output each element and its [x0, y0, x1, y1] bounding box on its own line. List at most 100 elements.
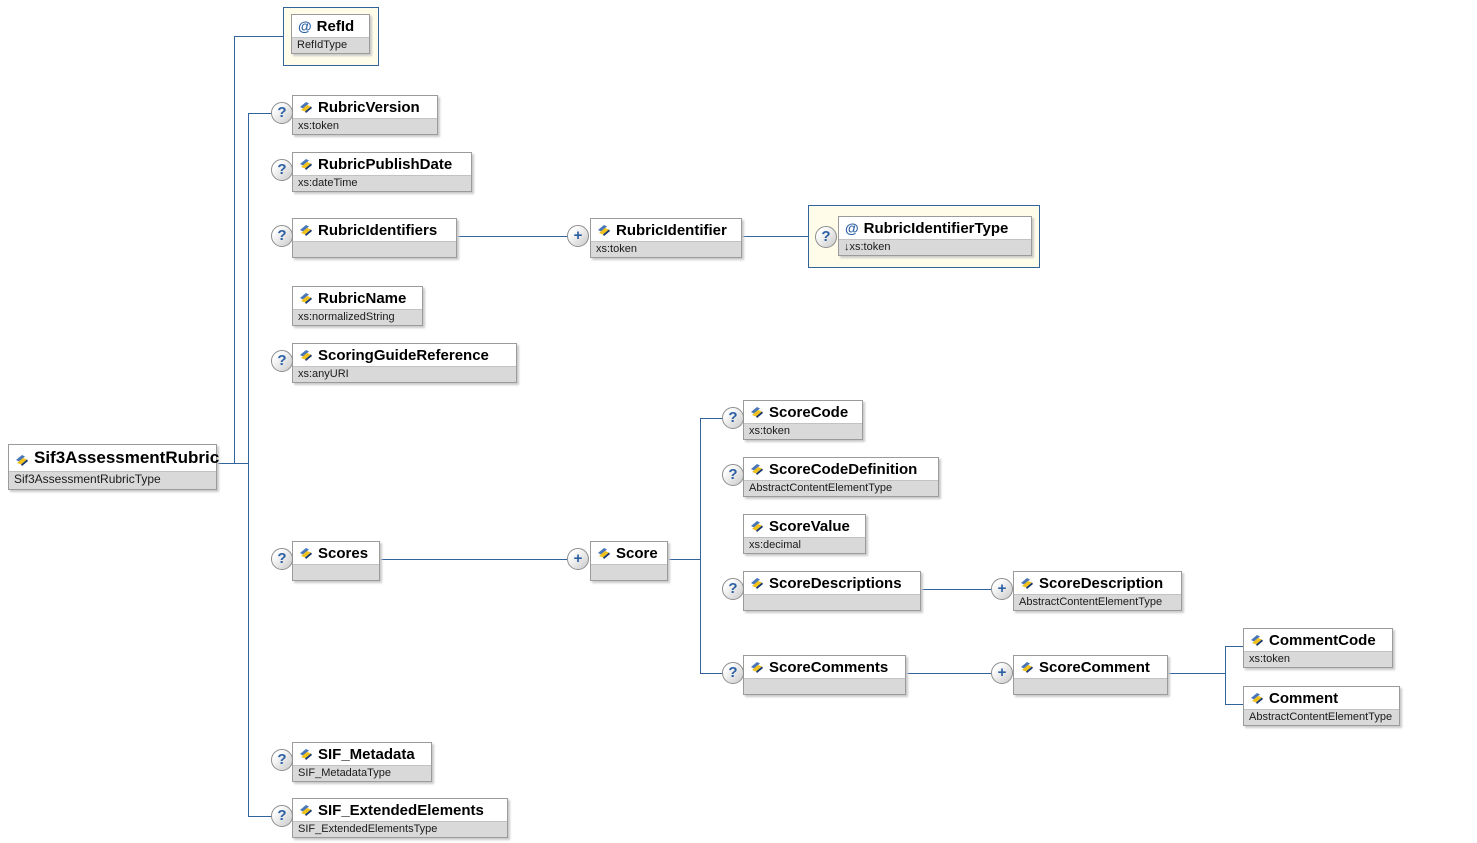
element-node-score[interactable]: Score	[590, 541, 668, 581]
connector-line	[234, 36, 283, 37]
optional-glyph: ?	[728, 466, 738, 483]
element-node-scorecomments[interactable]: ScoreComments	[743, 655, 906, 695]
element-node-rubricidentifiers[interactable]: RubricIdentifiers	[292, 218, 457, 258]
element-node-rubricname[interactable]: RubricName xs:normalizedString	[292, 286, 423, 326]
optional-occurrence-icon: ?	[271, 805, 293, 827]
optional-occurrence-icon: ?	[722, 407, 744, 429]
repeat-glyph: +	[997, 664, 1007, 681]
element-node-scorevalue[interactable]: ScoreValue xs:decimal	[743, 514, 866, 554]
optional-occurrence-icon: ?	[271, 749, 293, 771]
element-node-scores[interactable]: Scores	[292, 541, 380, 581]
optional-glyph: ?	[277, 751, 287, 768]
element-name: ScoreComments	[769, 658, 889, 676]
repeat-occurrence-icon: +	[991, 578, 1013, 600]
element-type	[293, 564, 379, 580]
repeat-occurrence-icon: +	[567, 225, 589, 247]
connector-line	[742, 236, 808, 237]
element-node-scoredescriptions[interactable]: ScoreDescriptions	[743, 571, 921, 611]
element-icon	[1020, 661, 1034, 673]
element-icon	[750, 577, 764, 589]
attribute-node-refid[interactable]: @ RefId RefIdType	[291, 14, 370, 54]
optional-glyph: ?	[277, 227, 287, 244]
optional-occurrence-icon: ?	[271, 159, 293, 181]
element-node-scorecode[interactable]: ScoreCode xs:token	[743, 400, 863, 440]
element-node-rubricversion[interactable]: RubricVersion xs:token	[292, 95, 438, 135]
element-node-rubricpublishdate[interactable]: RubricPublishDate xs:dateTime	[292, 152, 472, 192]
connector-line	[248, 113, 272, 114]
element-icon	[750, 661, 764, 673]
element-node-scoredescription[interactable]: ScoreDescription AbstractContentElementT…	[1013, 571, 1182, 611]
connector-line	[457, 236, 567, 237]
element-type	[1014, 678, 1167, 694]
element-name: Score	[616, 544, 658, 562]
element-type: xs:decimal	[744, 537, 865, 553]
element-name: ScoreValue	[769, 517, 850, 535]
element-name: RubricPublishDate	[318, 155, 453, 173]
element-icon	[1250, 634, 1264, 646]
element-type: xs:dateTime	[293, 175, 471, 191]
attribute-type: RefIdType	[292, 37, 369, 53]
element-icon	[750, 406, 764, 418]
element-node-scorecodedefinition[interactable]: ScoreCodeDefinition AbstractContentEleme…	[743, 457, 939, 497]
element-type: SIF_MetadataType	[293, 765, 431, 781]
optional-glyph: ?	[728, 664, 738, 681]
connector-line	[248, 816, 272, 817]
element-node-scorecomment[interactable]: ScoreComment	[1013, 655, 1168, 695]
element-name: CommentCode	[1269, 631, 1376, 649]
element-name: SIF_Metadata	[318, 745, 415, 763]
repeat-glyph: +	[573, 227, 583, 244]
connector-line	[668, 559, 700, 560]
element-icon	[299, 804, 313, 816]
connector-line	[921, 589, 991, 590]
element-type: xs:normalizedString	[293, 309, 422, 325]
attribute-node-rubricidentifiertype[interactable]: @ RubricIdentifierType ↓xs:token	[838, 216, 1032, 256]
element-node-rubricidentifier[interactable]: RubricIdentifier xs:token	[590, 218, 742, 258]
element-node-sifmetadata[interactable]: SIF_Metadata SIF_MetadataType	[292, 742, 432, 782]
element-icon	[299, 349, 313, 361]
attribute-name: RefId	[316, 17, 355, 35]
element-icon	[15, 452, 29, 466]
element-icon	[597, 224, 611, 236]
element-type	[591, 564, 667, 580]
optional-glyph: ?	[277, 104, 287, 121]
element-name: ScoreDescription	[1039, 574, 1164, 592]
element-icon	[1250, 692, 1264, 704]
connector-line	[906, 673, 991, 674]
element-type: AbstractContentElementType	[744, 480, 938, 496]
element-name: RubricIdentifiers	[318, 221, 438, 239]
element-type	[293, 241, 456, 257]
element-name: Scores	[318, 544, 369, 562]
optional-glyph: ?	[277, 161, 287, 178]
element-name: ScoreCode	[769, 403, 849, 421]
optional-occurrence-icon: ?	[722, 578, 744, 600]
element-name: RubricIdentifier	[616, 221, 727, 239]
optional-glyph: ?	[821, 228, 831, 245]
repeat-glyph: +	[997, 580, 1007, 597]
element-type	[744, 678, 905, 694]
optional-glyph: ?	[277, 807, 287, 824]
element-node-commentcode[interactable]: CommentCode xs:token	[1243, 628, 1393, 668]
element-node-sif3assessmentrubric[interactable]: Sif3AssessmentRubric Sif3AssessmentRubri…	[8, 444, 220, 490]
element-node-scoringguidereference[interactable]: ScoringGuideReference xs:anyURI	[292, 343, 517, 383]
element-type	[744, 594, 920, 610]
element-type: xs:token	[293, 118, 437, 134]
optional-glyph: ?	[277, 352, 287, 369]
element-icon	[299, 547, 313, 559]
element-icon	[1020, 577, 1034, 589]
element-name: Comment	[1269, 689, 1339, 707]
optional-occurrence-icon: ?	[271, 102, 293, 124]
element-name: ScoreDescriptions	[769, 574, 902, 592]
element-type: xs:token	[591, 241, 741, 257]
optional-occurrence-icon: ?	[815, 226, 837, 248]
element-node-sifextendedelements[interactable]: SIF_ExtendedElements SIF_ExtendedElement…	[292, 798, 508, 838]
attribute-name: RubricIdentifierType	[863, 219, 1009, 237]
connector-line	[217, 463, 249, 464]
attribute-icon: @	[298, 18, 312, 34]
element-name: ScoreCodeDefinition	[769, 460, 918, 478]
element-icon	[299, 101, 313, 113]
connector-line	[1225, 646, 1226, 704]
element-name: Sif3AssessmentRubric	[34, 448, 220, 467]
repeat-occurrence-icon: +	[567, 548, 589, 570]
element-node-comment[interactable]: Comment AbstractContentElementType	[1243, 686, 1400, 726]
